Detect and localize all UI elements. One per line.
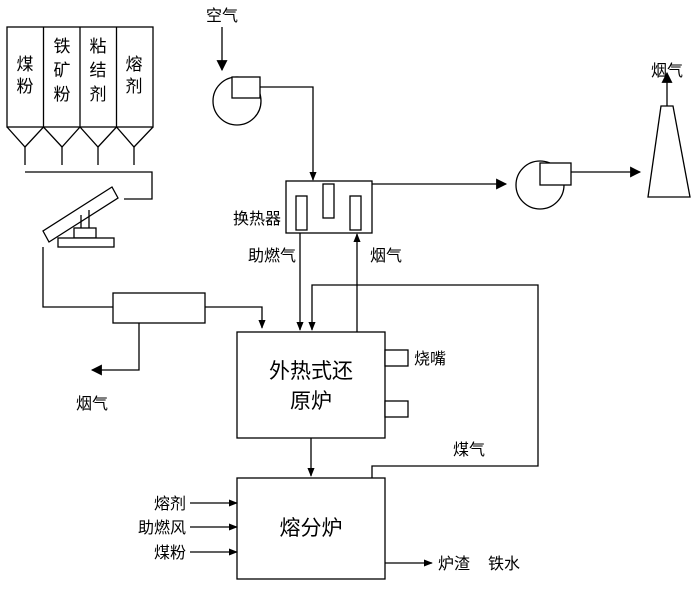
combustion-gas-label: 助燃气: [248, 246, 296, 265]
air-blower-outlet: [232, 77, 260, 98]
slag-output-label: 炉渣: [438, 554, 470, 573]
air-label: 空气: [206, 6, 238, 25]
svg-text:煤: 煤: [17, 55, 34, 75]
flux-input-label: 熔剂: [154, 494, 186, 513]
dryer: [113, 293, 205, 323]
smelting-furnace-label: 熔分炉: [280, 516, 343, 540]
flue-gas-return-label: 烟气: [370, 246, 402, 265]
heat-exchanger: [286, 181, 372, 233]
burner-label: 烧嘴: [414, 349, 446, 368]
svg-text:剂: 剂: [90, 85, 107, 105]
heat-exchanger-label: 换热器: [233, 209, 281, 228]
svg-text:铁: 铁: [54, 37, 71, 57]
svg-text:剂: 剂: [126, 77, 143, 97]
svg-text:粘: 粘: [90, 37, 107, 57]
flue-gas-stack-label: 烟气: [651, 61, 683, 80]
feed-to-dryer-line: [43, 247, 113, 307]
heat-exchanger-tube: [323, 184, 334, 218]
chimney-stack: [648, 106, 690, 197]
mixer-press: [43, 187, 118, 247]
heat-exchanger-tube: [350, 196, 361, 230]
raw-material-hoppers: 煤 粉 铁 矿 粉 粘 结 剂 熔 剂: [7, 27, 153, 199]
mixer-pedestal: [74, 228, 96, 238]
exhaust-fan: [516, 161, 571, 209]
heat-exchanger-tube: [296, 196, 307, 230]
svg-text:结: 结: [90, 61, 107, 81]
flue-gas-left-label: 烟气: [76, 394, 108, 413]
hopper-label-binder: 粘 结 剂: [90, 37, 107, 105]
air-to-exchanger-arrow: [260, 87, 313, 180]
reduction-furnace-label-line1: 外热式还: [269, 359, 353, 383]
reduction-furnace-label-line2: 原炉: [290, 389, 332, 413]
reduction-furnace: [237, 332, 385, 438]
hopper-funnels: [7, 127, 153, 147]
combustion-air-input-label: 助燃风: [138, 518, 186, 537]
svg-text:矿: 矿: [54, 61, 71, 81]
dryer-flue-gas-arrow: [92, 323, 139, 370]
exhaust-fan-outlet: [540, 163, 571, 185]
svg-text:粉: 粉: [54, 85, 71, 105]
hopper-feed-line: [25, 172, 152, 199]
burner-nozzle: [385, 401, 408, 417]
mixer-base: [58, 238, 114, 247]
iron-output-label: 铁水: [488, 554, 520, 573]
air-blower: [213, 77, 261, 125]
coal-input-label: 煤粉: [154, 543, 186, 562]
dryer-to-reducer-arrow: [205, 307, 262, 328]
coal-gas-label: 煤气: [453, 440, 485, 459]
svg-text:熔: 熔: [126, 55, 143, 75]
burner-nozzle: [385, 350, 408, 366]
svg-text:粉: 粉: [17, 77, 34, 97]
hopper-label-iron-ore: 铁 矿 粉: [54, 37, 71, 105]
